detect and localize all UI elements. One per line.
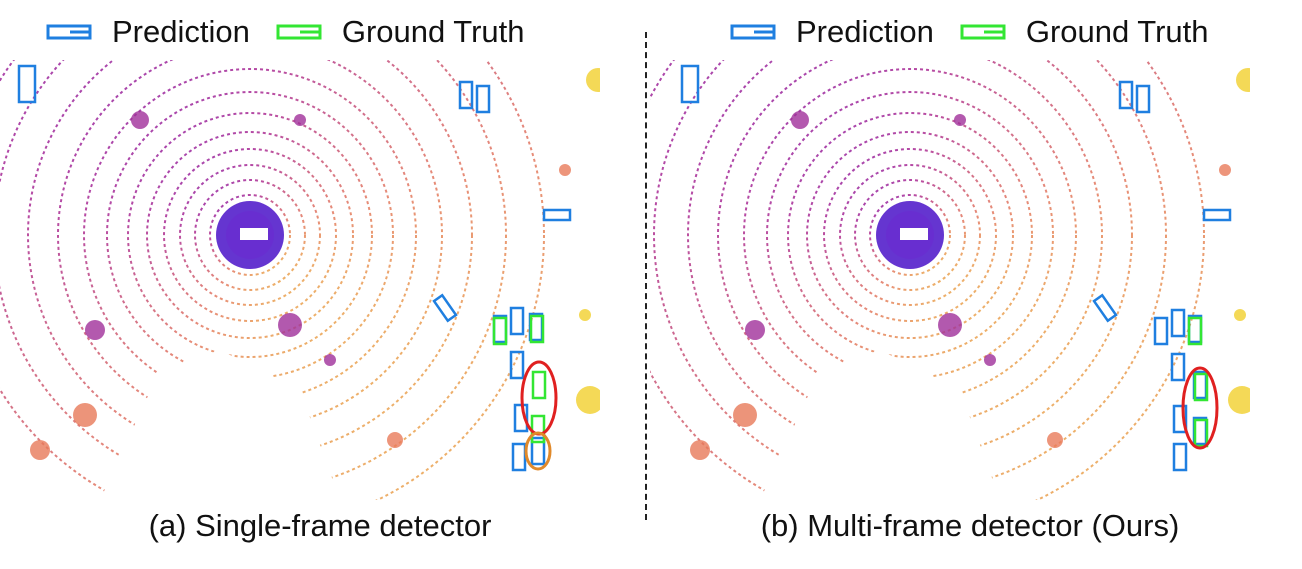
- prediction-box-icon: [730, 24, 776, 40]
- legend-label-prediction: Prediction: [796, 14, 934, 49]
- prediction-box: [1153, 316, 1169, 346]
- prediction-box: [492, 314, 508, 344]
- prediction-box: [1092, 293, 1118, 323]
- legend-item-prediction: Prediction: [730, 14, 934, 50]
- prediction-boxes: [17, 64, 572, 472]
- prediction-box: [680, 64, 700, 104]
- legend-label-prediction: Prediction: [112, 14, 250, 49]
- miss-highlight-ellipse: [1181, 366, 1219, 450]
- prediction-box-icon: [46, 24, 92, 40]
- prediction-box: [1202, 208, 1232, 222]
- prediction-box: [1172, 404, 1188, 434]
- prediction-box: [509, 306, 525, 336]
- caption-single-frame: (a) Single-frame detector: [148, 508, 492, 543]
- ground-truth-box: [1193, 372, 1209, 402]
- lidar-scene: [650, 60, 1250, 500]
- prediction-box: [509, 350, 525, 380]
- legend-item-prediction: Prediction: [46, 14, 250, 50]
- prediction-box: [475, 84, 491, 114]
- lidar-scene: [0, 60, 600, 500]
- prediction-box: [17, 64, 37, 104]
- ground-truth-box: [529, 314, 545, 344]
- prediction-box: [1135, 84, 1151, 114]
- ground-truth-box: [531, 370, 547, 400]
- ground-truth-box: [1193, 418, 1209, 448]
- panel-single-frame: Prediction Ground Truth: [0, 0, 600, 569]
- ground-truth-boxes: [1187, 316, 1209, 448]
- false-positive-highlight-circle: [524, 431, 552, 471]
- ground-truth-box: [1187, 316, 1203, 346]
- prediction-box: [1172, 442, 1188, 472]
- prediction-box: [458, 80, 474, 110]
- prediction-box: [432, 293, 458, 323]
- legend-label-ground-truth: Ground Truth: [1025, 14, 1209, 49]
- panel-multi-frame: Prediction Ground Truth: [650, 0, 1250, 569]
- point-cloud-bev: [650, 60, 1250, 500]
- ground-truth-box-icon: [276, 24, 322, 40]
- panel-divider: [645, 32, 647, 520]
- prediction-box: [1170, 352, 1186, 382]
- legend-item-ground-truth: Ground Truth: [960, 14, 1209, 50]
- legend-item-ground-truth: Ground Truth: [276, 14, 525, 50]
- legend-label-ground-truth: Ground Truth: [341, 14, 525, 49]
- prediction-box: [1118, 80, 1134, 110]
- prediction-box: [542, 208, 572, 222]
- legend: Prediction Ground Truth: [46, 12, 551, 52]
- legend: Prediction Ground Truth: [730, 12, 1235, 52]
- prediction-box: [530, 436, 546, 466]
- caption-multi-frame: (b) Multi-frame detector (Ours): [760, 508, 1180, 543]
- point-cloud-bev: [0, 60, 600, 500]
- prediction-box: [511, 442, 527, 472]
- ground-truth-box-icon: [960, 24, 1006, 40]
- ground-truth-box: [492, 316, 508, 346]
- prediction-box: [1170, 308, 1186, 338]
